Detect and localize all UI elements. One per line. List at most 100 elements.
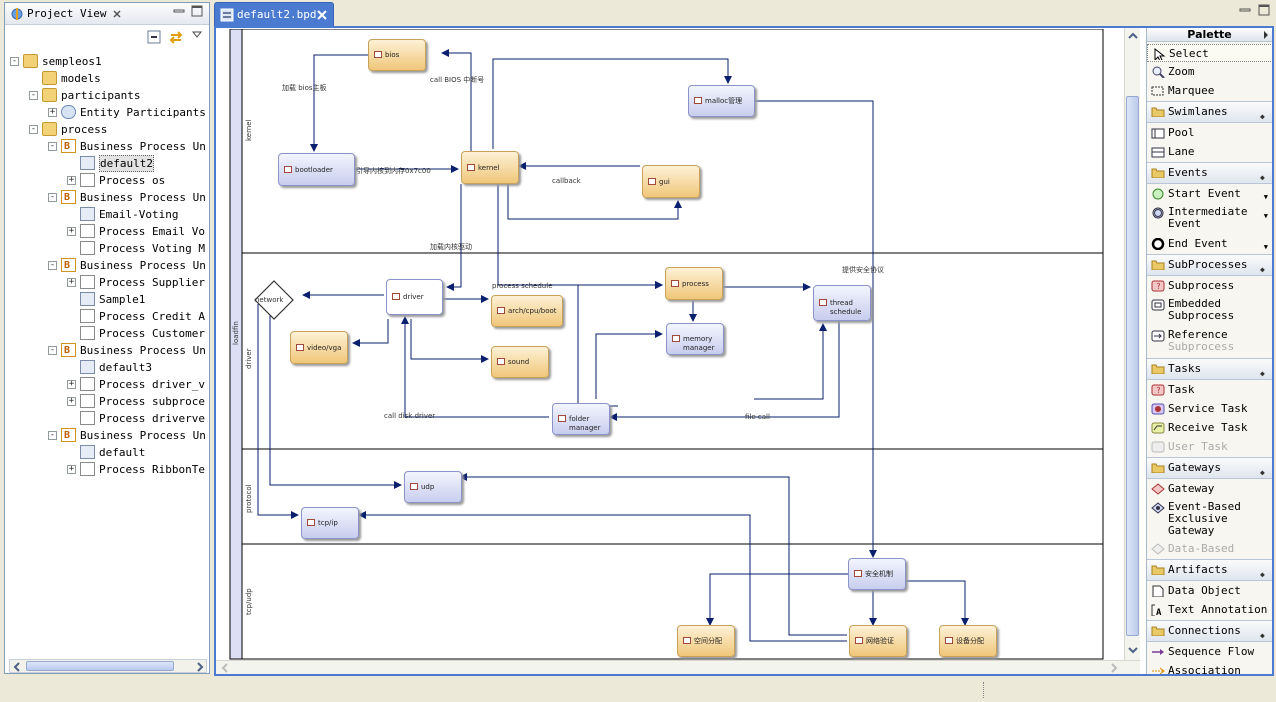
task-kernel[interactable]: kernel [461, 151, 519, 184]
expand-icon[interactable]: + [67, 464, 76, 474]
palette-title[interactable]: Palette [1147, 28, 1272, 42]
collapse-all-icon[interactable] [147, 30, 161, 44]
pin-icon[interactable]: ◆ [1260, 369, 1265, 378]
task-malloc[interactable]: malloc管理 [688, 85, 755, 117]
collapse-icon[interactable]: - [48, 141, 57, 151]
task-process[interactable]: process [665, 267, 723, 300]
expand-icon[interactable]: + [67, 396, 76, 406]
palette-drawer-events[interactable]: Events◆ [1147, 162, 1272, 184]
collapse-icon[interactable]: - [48, 260, 57, 270]
tree-item[interactable]: -Business Process Un [9, 257, 207, 274]
tree-item[interactable]: -Business Process Un [9, 427, 207, 444]
maximize-icon[interactable] [1258, 4, 1270, 16]
palette-tool-data-object[interactable]: Data Object [1147, 582, 1272, 600]
collapse-icon[interactable]: - [10, 56, 19, 66]
tree-item[interactable]: -Business Process Un [9, 189, 207, 206]
palette-tool-receive-task[interactable]: Receive Task [1147, 419, 1272, 437]
link-with-editor-icon[interactable] [168, 29, 184, 45]
task-memory[interactable]: memory manager [666, 323, 724, 355]
gateway-network[interactable] [253, 279, 295, 321]
tree-item[interactable]: +Process Email Vo [9, 223, 207, 240]
scroll-thumb[interactable] [26, 661, 174, 671]
pin-icon[interactable]: ◆ [1260, 570, 1265, 579]
tree-item[interactable]: +Process subproce [9, 393, 207, 410]
tree-item[interactable]: Process Credit A [9, 308, 207, 325]
collapse-icon[interactable]: - [48, 192, 57, 202]
palette-tool-pool[interactable]: Pool [1147, 124, 1272, 142]
tree-item[interactable]: default2 [9, 155, 207, 172]
expand-icon[interactable]: + [48, 107, 57, 117]
task-arch[interactable]: arch/cpu/boot [491, 295, 563, 327]
collapse-icon[interactable]: - [29, 90, 38, 100]
task-gui[interactable]: gui [642, 165, 700, 198]
task-thread[interactable]: thread schedule [813, 285, 871, 321]
maximize-icon[interactable] [191, 5, 203, 17]
diagram-canvas[interactable]: loadfin kernel driver protocol tcp/udp n… [218, 29, 1124, 661]
expand-icon[interactable]: + [67, 277, 76, 287]
tree-item[interactable]: -Business Process Un [9, 138, 207, 155]
tree-item[interactable]: Process driverve [9, 410, 207, 427]
scroll-left-icon[interactable] [220, 663, 230, 673]
tree-item[interactable]: +Entity Participants [9, 104, 207, 121]
task-driver[interactable]: driver [386, 279, 443, 315]
view-menu-icon[interactable] [192, 31, 202, 39]
scroll-down-icon[interactable] [1127, 645, 1139, 655]
palette-drawer-gateways[interactable]: Gateways◆ [1147, 457, 1272, 479]
task-alloc[interactable]: 空间分配 [677, 625, 735, 657]
palette-drawer-connections[interactable]: Connections◆ [1147, 620, 1272, 642]
tree-item[interactable]: -participants [9, 87, 207, 104]
task-netauth[interactable]: 网络验证 [849, 625, 907, 657]
palette-drawer-subprocesses[interactable]: SubProcesses◆ [1147, 254, 1272, 276]
palette-tool-sequence-flow[interactable]: Sequence Flow [1147, 643, 1272, 661]
dropdown-arrow-icon[interactable]: ▼ [1263, 243, 1268, 251]
task-video[interactable]: video/vga [290, 331, 348, 364]
scroll-left-icon[interactable] [12, 662, 22, 672]
tree-item[interactable]: default3 [9, 359, 207, 376]
palette-collapse-icon[interactable] [1262, 30, 1270, 40]
scroll-up-icon[interactable] [1127, 31, 1139, 41]
scroll-right-icon[interactable] [1109, 663, 1119, 673]
palette-tool-marquee[interactable]: Marquee [1147, 82, 1272, 100]
project-view-horizontal-scrollbar[interactable] [9, 659, 207, 673]
palette-tool-gateway[interactable]: Gateway [1147, 480, 1272, 498]
close-icon[interactable] [112, 9, 122, 19]
pin-icon[interactable]: ◆ [1260, 468, 1265, 477]
tree-item[interactable]: default [9, 444, 207, 461]
tree-item[interactable]: Email-Voting [9, 206, 207, 223]
palette-tool-end-event[interactable]: End Event▼ [1147, 235, 1272, 253]
palette-tool-user-task[interactable]: User Task [1147, 438, 1272, 456]
expand-icon[interactable]: + [67, 226, 76, 236]
palette-drawer-tasks[interactable]: Tasks◆ [1147, 358, 1272, 380]
task-folder[interactable]: folder manager [552, 403, 610, 435]
pin-icon[interactable]: ◆ [1260, 112, 1265, 121]
palette-tool-subprocess[interactable]: ?Subprocess [1147, 277, 1272, 295]
tree-item[interactable]: +Process RibbonTe [9, 461, 207, 478]
dropdown-arrow-icon[interactable]: ▼ [1263, 212, 1268, 220]
tree-item[interactable]: +Process Supplier [9, 274, 207, 291]
task-devalloc[interactable]: 设备分配 [939, 625, 997, 657]
task-udp[interactable]: udp [404, 471, 462, 503]
scroll-right-icon[interactable] [195, 662, 205, 672]
close-icon[interactable] [317, 10, 327, 20]
tree-item[interactable]: Process Customer [9, 325, 207, 342]
tree-item[interactable]: +Process os [9, 172, 207, 189]
canvas-horizontal-scrollbar[interactable] [216, 660, 1140, 674]
tree-item[interactable]: -sempleos1 [9, 53, 207, 70]
dropdown-arrow-icon[interactable]: ▼ [1263, 193, 1268, 201]
palette-tool-data-based[interactable]: Data-Based [1147, 540, 1272, 558]
task-bios[interactable]: bios [368, 39, 426, 71]
minimize-icon[interactable] [173, 7, 185, 17]
minimize-icon[interactable] [1239, 6, 1251, 16]
tree-item[interactable]: models [9, 70, 207, 87]
tree-item[interactable]: -process [9, 121, 207, 138]
tree-item[interactable]: -Business Process Un [9, 342, 207, 359]
task-tcpip[interactable]: tcp/ip [301, 507, 359, 539]
palette-tool-lane[interactable]: Lane [1147, 143, 1272, 161]
pin-icon[interactable]: ◆ [1260, 265, 1265, 274]
collapse-icon[interactable]: - [48, 430, 57, 440]
collapse-icon[interactable]: - [48, 345, 57, 355]
